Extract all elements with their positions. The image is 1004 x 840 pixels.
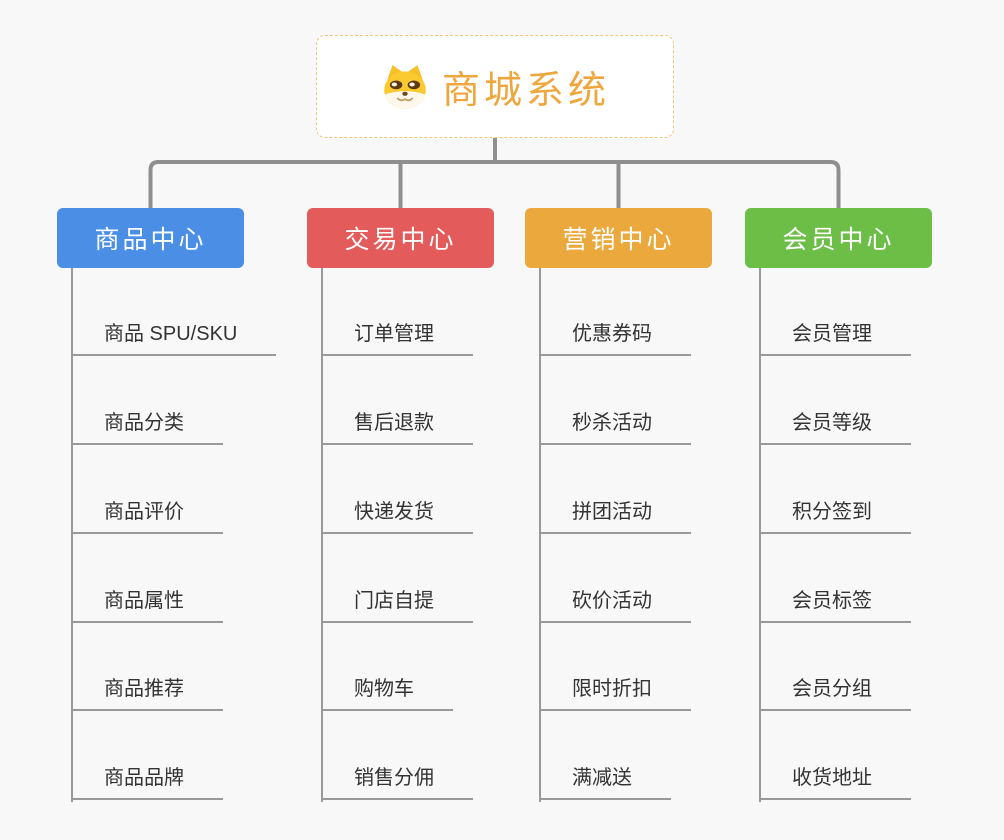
branch-node-member-center[interactable]: 会员中心 <box>745 208 932 268</box>
leaf-node-order-management[interactable]: 订单管理 <box>321 322 473 356</box>
branch-label: 交易中心 <box>344 226 457 254</box>
connector-lines <box>148 138 841 208</box>
branch-trunk-line <box>71 268 73 802</box>
leaf-node-points-checkin[interactable]: 积分签到 <box>759 500 911 534</box>
leaf-node-product-category[interactable]: 商品分类 <box>71 411 223 445</box>
leaf-node-product-brand[interactable]: 商品品牌 <box>71 766 223 800</box>
root-title: 商城系统 <box>441 70 610 112</box>
leaf-node-spend-and-save[interactable]: 满减送 <box>539 766 671 800</box>
leaf-node-shipping-address[interactable]: 收货地址 <box>759 766 911 800</box>
branch-trunk-line <box>321 268 323 802</box>
branch-trunk-line <box>539 268 541 802</box>
leaf-node-limited-time-discount[interactable]: 限时折扣 <box>539 677 691 711</box>
root-node[interactable]: 商城系统 <box>316 35 674 138</box>
leaf-node-shopping-cart[interactable]: 购物车 <box>321 677 453 711</box>
branch-label: 营销中心 <box>562 226 675 254</box>
leaf-node-product-attribute[interactable]: 商品属性 <box>71 589 223 623</box>
leaf-node-member-groups[interactable]: 会员分组 <box>759 677 911 711</box>
leaf-node-express-shipping[interactable]: 快递发货 <box>321 500 473 534</box>
leaf-node-bargain-activity[interactable]: 砍价活动 <box>539 589 691 623</box>
leaf-node-product-review[interactable]: 商品评价 <box>71 500 223 534</box>
leaf-node-product-recommend[interactable]: 商品推荐 <box>71 677 223 711</box>
branch-trade-center: 交易中心 订单管理 售后退款 快递发货 门店自提 购物车 销售分佣 <box>307 208 567 828</box>
leaf-node-coupon-code[interactable]: 优惠券码 <box>539 322 691 356</box>
branch-member-center: 会员中心 会员管理 会员等级 积分签到 会员标签 会员分组 收货地址 <box>745 208 1004 828</box>
leaf-node-group-buy[interactable]: 拼团活动 <box>539 500 691 534</box>
branch-node-product-center[interactable]: 商品中心 <box>57 208 244 268</box>
leaf-node-member-level[interactable]: 会员等级 <box>759 411 911 445</box>
branch-node-trade-center[interactable]: 交易中心 <box>307 208 494 268</box>
branch-product-center: 商品中心 商品 SPU/SKU 商品分类 商品评价 商品属性 商品推荐 商品品牌 <box>57 208 317 828</box>
leaf-node-store-pickup[interactable]: 门店自提 <box>321 589 473 623</box>
leaf-node-product-spu-sku[interactable]: 商品 SPU/SKU <box>71 322 277 356</box>
branch-label: 会员中心 <box>782 226 895 254</box>
leaf-node-sales-commission[interactable]: 销售分佣 <box>321 766 473 800</box>
branch-marketing-center: 营销中心 优惠券码 秒杀活动 拼团活动 砍价活动 限时折扣 满减送 <box>525 208 785 828</box>
branch-label: 商品中心 <box>94 226 207 254</box>
branch-trunk-line <box>759 268 761 802</box>
dog-face-icon <box>380 62 430 112</box>
leaf-node-aftersale-refund[interactable]: 售后退款 <box>321 411 473 445</box>
leaf-node-member-management[interactable]: 会员管理 <box>759 322 911 356</box>
leaf-node-flash-sale[interactable]: 秒杀活动 <box>539 411 691 445</box>
leaf-node-member-tags[interactable]: 会员标签 <box>759 589 911 623</box>
branch-node-marketing-center[interactable]: 营销中心 <box>525 208 712 268</box>
